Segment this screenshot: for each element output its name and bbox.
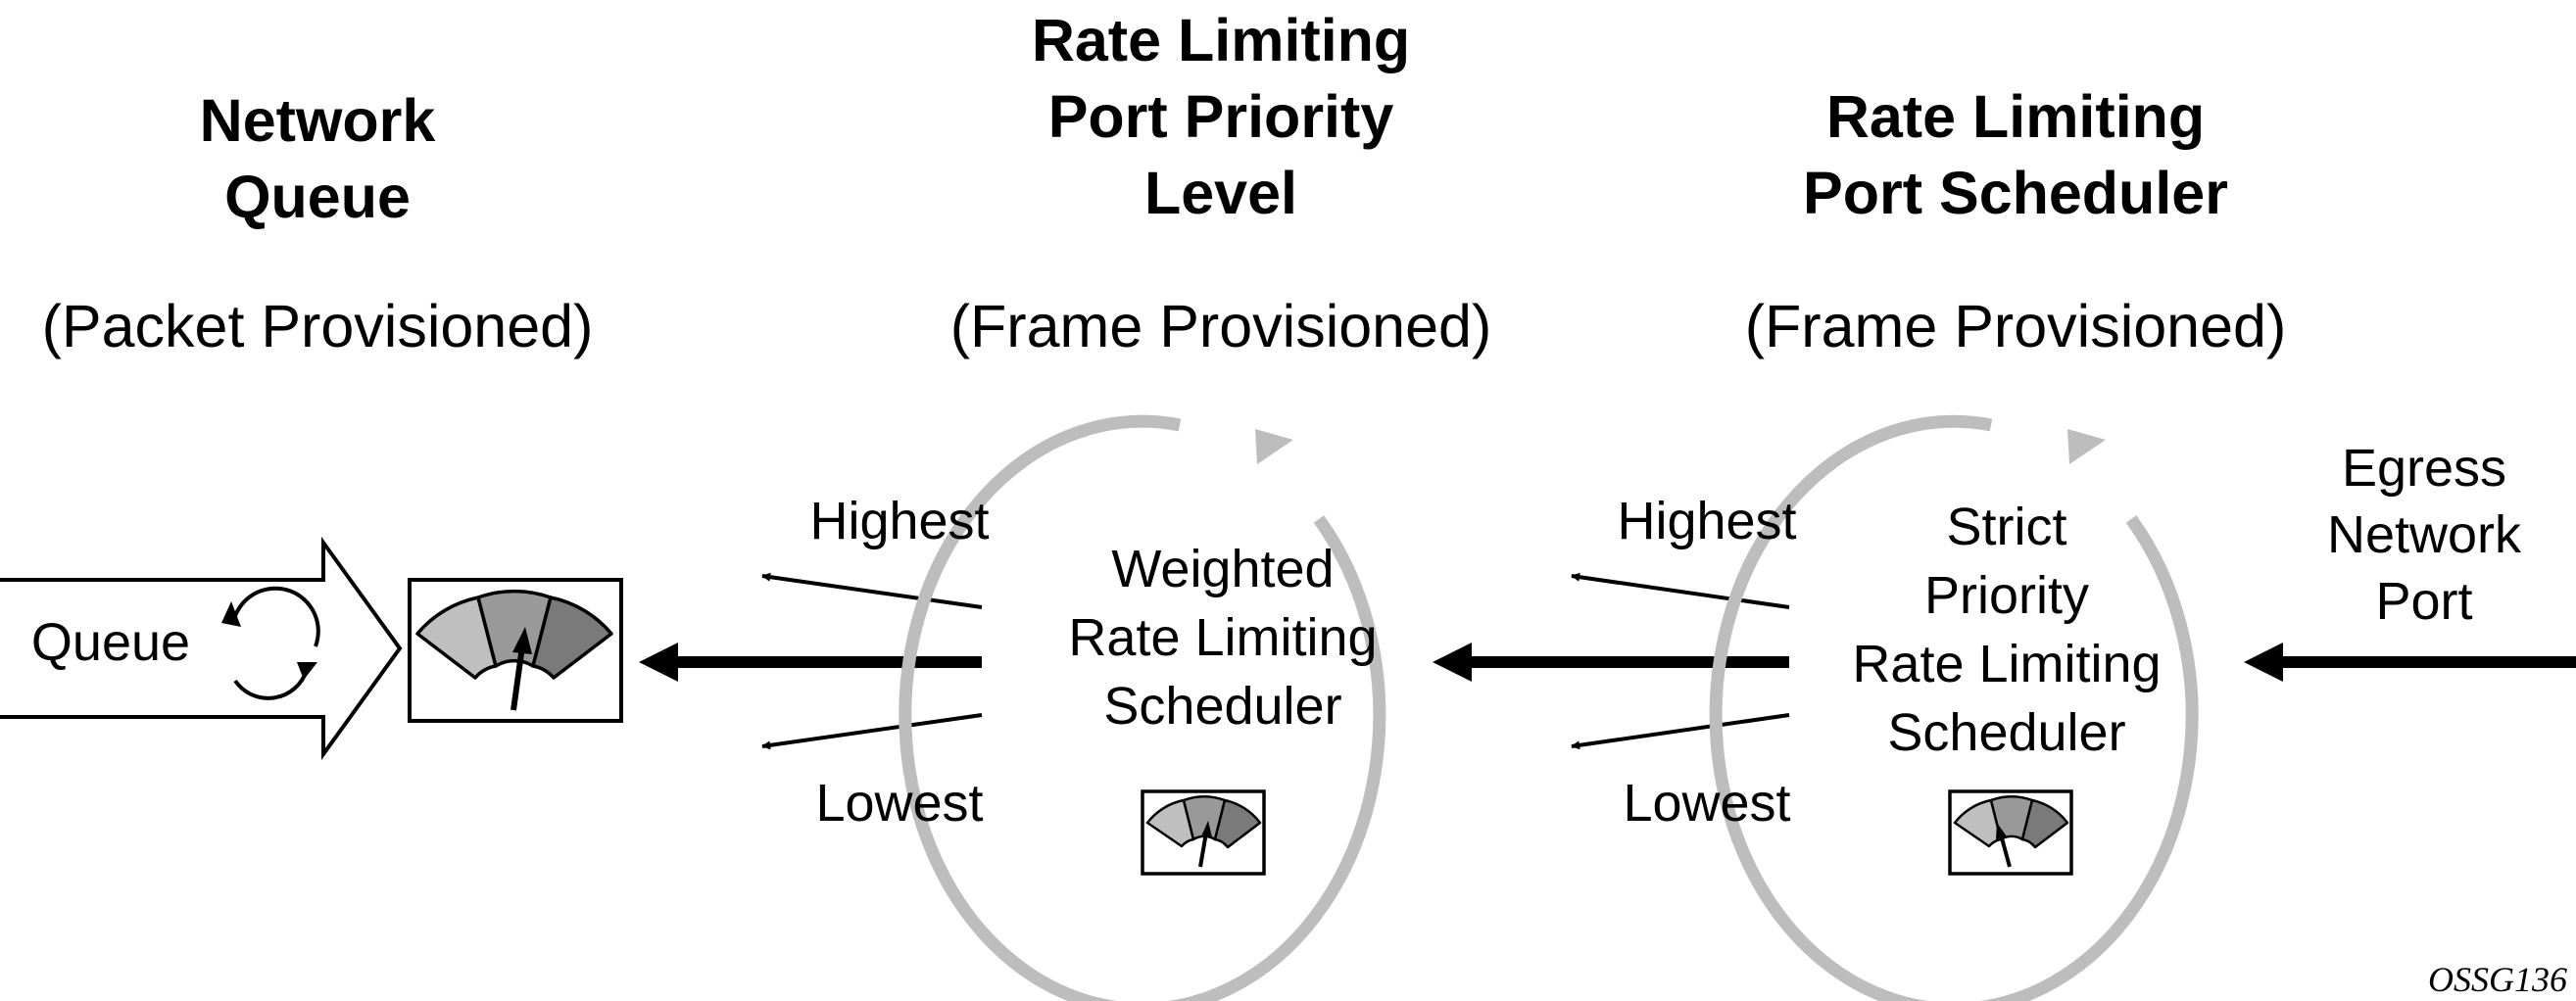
network-queue-subtitle: (Packet Provisioned) [41,293,594,359]
egress-line: Egress [2341,439,2507,498]
egress-line: Network [2326,505,2522,564]
strict-scheduler-meter-icon [1948,789,2073,876]
scheduler-line: Weighted [1111,540,1335,598]
thick-flow-arrows [639,643,2576,682]
lowest-label-strict: Lowest [1623,774,1791,833]
scheduler-line: Rate Limiting [1852,635,2162,693]
queue-label: Queue [30,613,191,672]
weighted-scheduler-meter-icon [1141,789,1266,876]
scheduler-line: Rate Limiting [1068,608,1378,667]
figure-id: OSSG136 [2428,960,2567,999]
priority-arrows [761,572,1790,750]
port-scheduler-subtitle: (Frame Provisioned) [1744,293,2287,359]
heading-line: Network [199,87,436,154]
heading-line: Level [1144,160,1297,226]
weighted-scheduler-label: Weighted Rate Limiting Scheduler [1068,535,1377,740]
cycle-icon [221,586,320,700]
lowest-label-weighted: Lowest [815,774,984,833]
strict-scheduler-ring [1709,414,2199,1001]
port-scheduler-heading: Rate Limiting Port Scheduler [1803,78,2228,231]
egress-line: Port [2375,572,2473,631]
highest-label-strict: Highest [1617,492,1797,550]
port-priority-level-heading: Rate Limiting Port Priority Level [1032,2,1410,231]
scheduler-line: Priority [1923,566,2090,625]
weighted-scheduler-ring [899,414,1386,1001]
port-priority-level-subtitle: (Frame Provisioned) [949,293,1492,359]
heading-line: Rate Limiting [1825,83,2206,150]
highest-label-weighted: Highest [809,492,990,550]
scheduler-line: Strict [1946,498,2067,556]
queue-meter-icon [408,578,623,723]
heading-line: Queue [224,164,411,230]
egress-network-port-label: Egress Network Port [2327,435,2521,635]
scheduler-line: Scheduler [1103,677,1342,736]
heading-line: Port Priority [1047,83,1394,150]
strict-scheduler-label: Strict Priority Rate Limiting Scheduler [1852,493,2161,767]
network-queue-heading: Network Queue [200,82,436,235]
heading-line: Rate Limiting [1031,7,1411,73]
scheduler-line: Scheduler [1887,703,2126,762]
heading-line: Port Scheduler [1803,160,2228,226]
